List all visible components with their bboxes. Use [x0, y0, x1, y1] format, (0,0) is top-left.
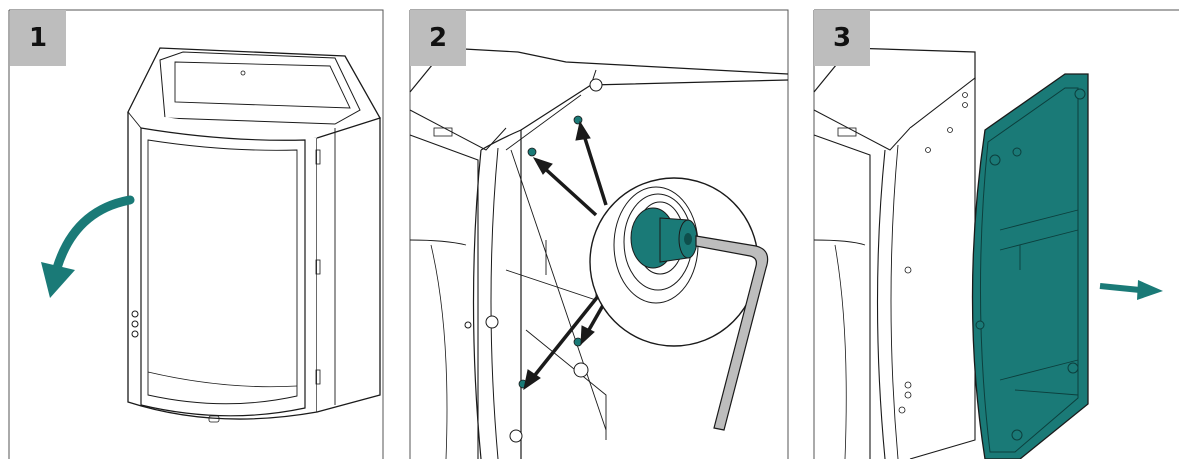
front-door	[140, 127, 306, 417]
hex-key-icon	[695, 235, 769, 431]
remove-direction-arrow-icon	[1099, 283, 1141, 293]
panel-frame	[813, 9, 1179, 459]
removed-back-panel	[971, 73, 1089, 459]
arrow-head-icon	[41, 262, 75, 298]
step-3-panel: 3	[810, 0, 1181, 459]
step-number: 1	[28, 23, 48, 53]
screw-post	[485, 315, 499, 329]
step-2-panel: 2	[406, 0, 790, 459]
step-2-illustration	[409, 9, 789, 459]
screw-icon	[527, 147, 537, 157]
step-3-illustration	[813, 9, 1179, 459]
door-edge	[472, 149, 482, 459]
panel-frame	[409, 9, 789, 459]
step-number-badge: 3	[814, 10, 870, 66]
screw-post	[573, 362, 589, 378]
arrow-head-icon	[1137, 280, 1163, 300]
step-number: 2	[428, 23, 448, 53]
step-number-badge: 2	[410, 10, 466, 66]
open-door-arrow-icon	[52, 195, 135, 273]
screw-post	[589, 78, 603, 92]
step-1-illustration	[8, 9, 384, 459]
control-button	[131, 310, 139, 318]
cabinet-side-panel	[909, 76, 976, 459]
step-number: 3	[832, 23, 852, 53]
step-1-panel: 1	[5, 0, 385, 459]
cabinet-side	[316, 117, 381, 413]
control-button	[131, 320, 139, 328]
step-number-badge: 1	[10, 10, 66, 66]
control-button	[131, 330, 139, 338]
screw-post	[509, 429, 523, 443]
panel-frame	[8, 9, 384, 459]
